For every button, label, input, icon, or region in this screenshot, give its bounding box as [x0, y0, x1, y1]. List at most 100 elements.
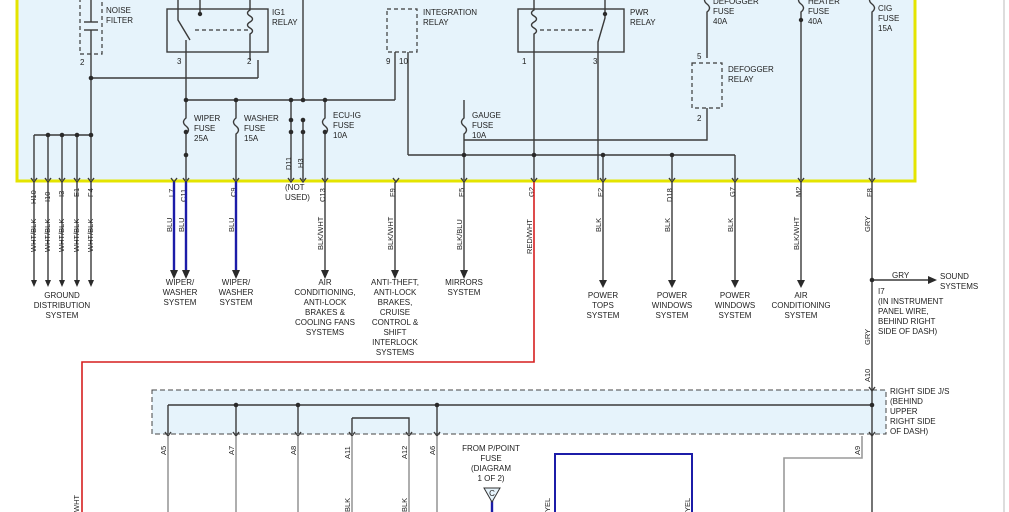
svg-text:L7: L7	[167, 189, 176, 197]
washer-fuse	[232, 100, 240, 180]
cig-fuse	[868, 0, 876, 180]
defogger-pin-5: 5	[697, 52, 702, 61]
svg-text:A8: A8	[289, 446, 298, 455]
svg-text:C11: C11	[179, 189, 188, 202]
c-marker-label: C	[489, 489, 495, 498]
integration-pin-9: 9	[386, 57, 391, 66]
c-marker-triangle	[483, 487, 501, 504]
svg-text:WHT/BLK: WHT/BLK	[86, 219, 95, 252]
right-side-junction-box	[151, 389, 887, 435]
integration-relay	[386, 8, 418, 155]
svg-text:WHT/BLK: WHT/BLK	[29, 219, 38, 252]
signal-wires	[321, 182, 805, 288]
bus-noise-to-ig1	[91, 60, 259, 79]
svg-text:RED/WHT: RED/WHT	[525, 219, 534, 254]
svg-text:BLU: BLU	[227, 217, 236, 232]
svg-text:A6: A6	[428, 446, 437, 455]
svg-text:BLU: BLU	[165, 217, 174, 232]
svg-text:E2: E2	[596, 188, 605, 197]
svg-text:GRY: GRY	[863, 329, 872, 345]
svg-text:BLK: BLK	[594, 218, 603, 232]
svg-text:C9: C9	[229, 187, 238, 197]
bus-ground-wires	[33, 135, 78, 180]
svg-text:BLK/BLU: BLK/BLU	[455, 219, 464, 250]
gry-sound-label: GRY	[892, 271, 910, 280]
svg-text:WHT: WHT	[72, 495, 81, 512]
junction-box-highlight	[15, 0, 917, 183]
svg-text:D11: D11	[284, 157, 293, 170]
defogger-relay	[464, 62, 723, 141]
blue-wiper-wires	[170, 182, 240, 279]
right-jb-connector-ids: A10 A5 A7 A8 A11 A12 A6 A9	[159, 369, 872, 459]
svg-text:WHT/BLK: WHT/BLK	[57, 219, 66, 252]
noise-filter-pin: 2	[80, 58, 85, 67]
svg-text:BLK: BLK	[726, 218, 735, 232]
svg-text:A10: A10	[863, 369, 872, 382]
ig1-relay	[166, 0, 269, 100]
svg-text:BLK/WHT: BLK/WHT	[792, 216, 801, 250]
svg-text:BLK: BLK	[400, 498, 409, 512]
svg-text:BLK/WHT: BLK/WHT	[386, 216, 395, 250]
defogger-pin-2: 2	[697, 114, 702, 123]
svg-text:A12: A12	[400, 446, 409, 459]
gauge-fuse	[460, 100, 468, 180]
svg-text:A7: A7	[227, 446, 236, 455]
gray-lower-wires	[167, 436, 863, 512]
svg-text:A11: A11	[343, 446, 352, 459]
svg-text:E5: E5	[457, 188, 466, 197]
svg-text:BLK: BLK	[343, 498, 352, 512]
junction-dots	[45, 75, 675, 158]
svg-text:A9: A9	[853, 446, 862, 455]
svg-text:WHT/BLK: WHT/BLK	[72, 219, 81, 252]
bottom-wire-labels: WHT BLK BLK YEL YEL	[72, 495, 692, 512]
svg-text:YEL: YEL	[683, 498, 692, 512]
integration-pin-10: 10	[399, 57, 408, 66]
svg-text:F9: F9	[388, 188, 397, 197]
instrument-panel-junction-box	[16, 0, 916, 182]
svg-text:C13: C13	[318, 188, 327, 202]
svg-text:A5: A5	[159, 446, 168, 455]
svg-text:BLK/WHT: BLK/WHT	[316, 216, 325, 250]
svg-text:YEL: YEL	[543, 498, 552, 512]
svg-text:BLK: BLK	[663, 218, 672, 232]
pwr-relay	[517, 0, 625, 180]
pwr-pin-3: 3	[593, 57, 598, 66]
svg-text:F8: F8	[865, 188, 874, 197]
svg-text:GRY: GRY	[863, 216, 872, 232]
svg-text:G2: G2	[527, 187, 536, 197]
svg-text:H3: H3	[296, 158, 305, 168]
not-used-circuits	[290, 0, 304, 180]
pwr-pin-1: 1	[522, 57, 527, 66]
svg-text:D18: D18	[665, 188, 674, 202]
noise-filter	[79, 0, 103, 66]
svg-text:M2: M2	[794, 187, 803, 197]
yel-loop	[554, 453, 693, 512]
ig1-pin-2: 2	[247, 57, 252, 66]
svg-text:WHT/BLK: WHT/BLK	[43, 219, 52, 252]
heater-fuse	[797, 0, 805, 180]
